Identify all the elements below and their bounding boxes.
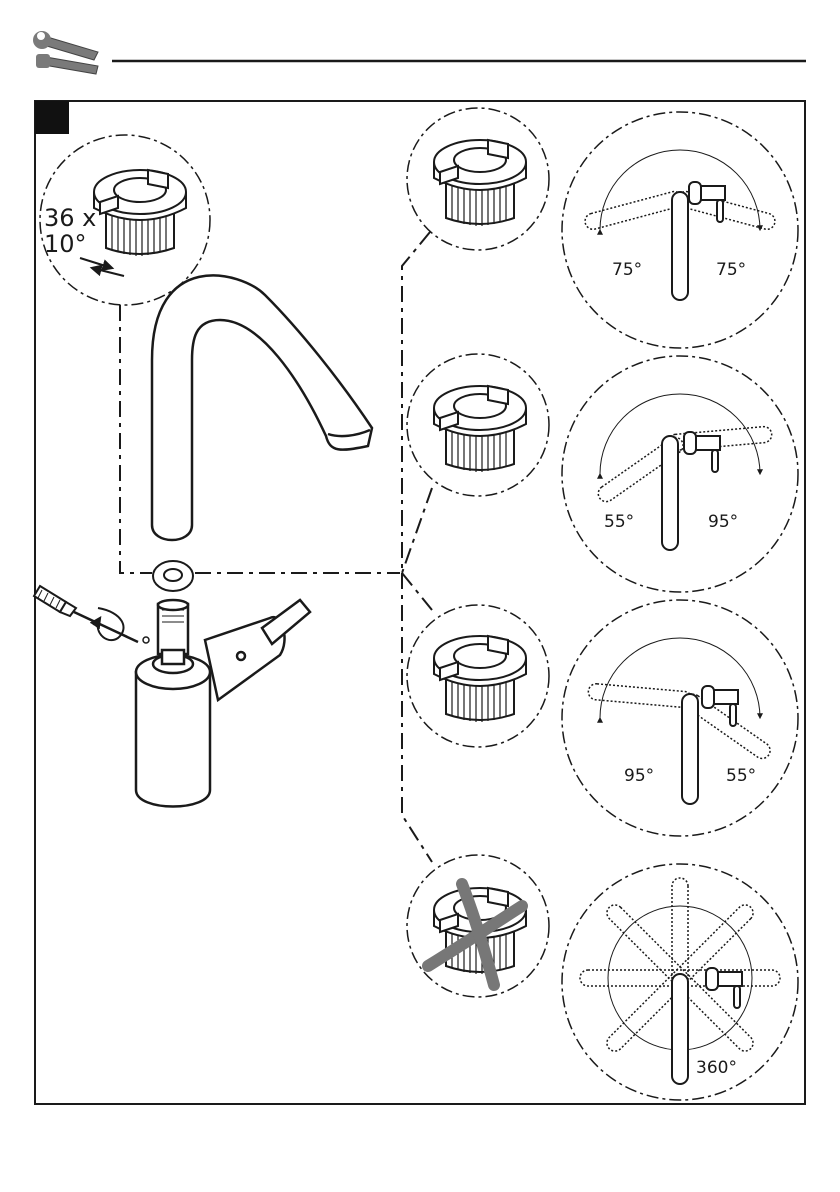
adapter-small xyxy=(153,561,193,591)
option-2-adapter-circle xyxy=(407,354,549,496)
step-marker xyxy=(35,101,69,134)
option-3-adapter-circle xyxy=(407,605,549,747)
option-1-adapter-circle xyxy=(407,108,549,250)
option-4-full-angle: 360° xyxy=(696,1058,737,1078)
faucet-spout xyxy=(152,275,372,540)
option-4-adapter-circle xyxy=(407,855,549,997)
option-2-right-angle: 95° xyxy=(708,512,738,532)
option-1-left-angle: 75° xyxy=(612,260,642,280)
adapter-count-label: 36 x xyxy=(44,204,96,232)
option-1-swivel-circle: 75° 75° xyxy=(562,112,798,348)
option-1-right-angle: 75° xyxy=(716,260,746,280)
wrench-screwdriver-icon xyxy=(33,31,98,74)
screwdriver-icon xyxy=(34,586,149,643)
option-3-swivel-circle: 95° 55° xyxy=(562,600,798,836)
option-2-left-angle: 55° xyxy=(604,512,634,532)
option-3-right-angle: 55° xyxy=(726,766,756,786)
option-4-swivel-circle: 360° xyxy=(562,864,798,1100)
option-3-left-angle: 95° xyxy=(624,766,654,786)
option-2-swivel-circle: 55° 95° xyxy=(562,356,798,592)
adapter-detail-circle: 36 x 10° xyxy=(40,135,210,305)
faucet-body xyxy=(136,600,310,807)
adapter-angle-label: 10° xyxy=(44,230,87,258)
